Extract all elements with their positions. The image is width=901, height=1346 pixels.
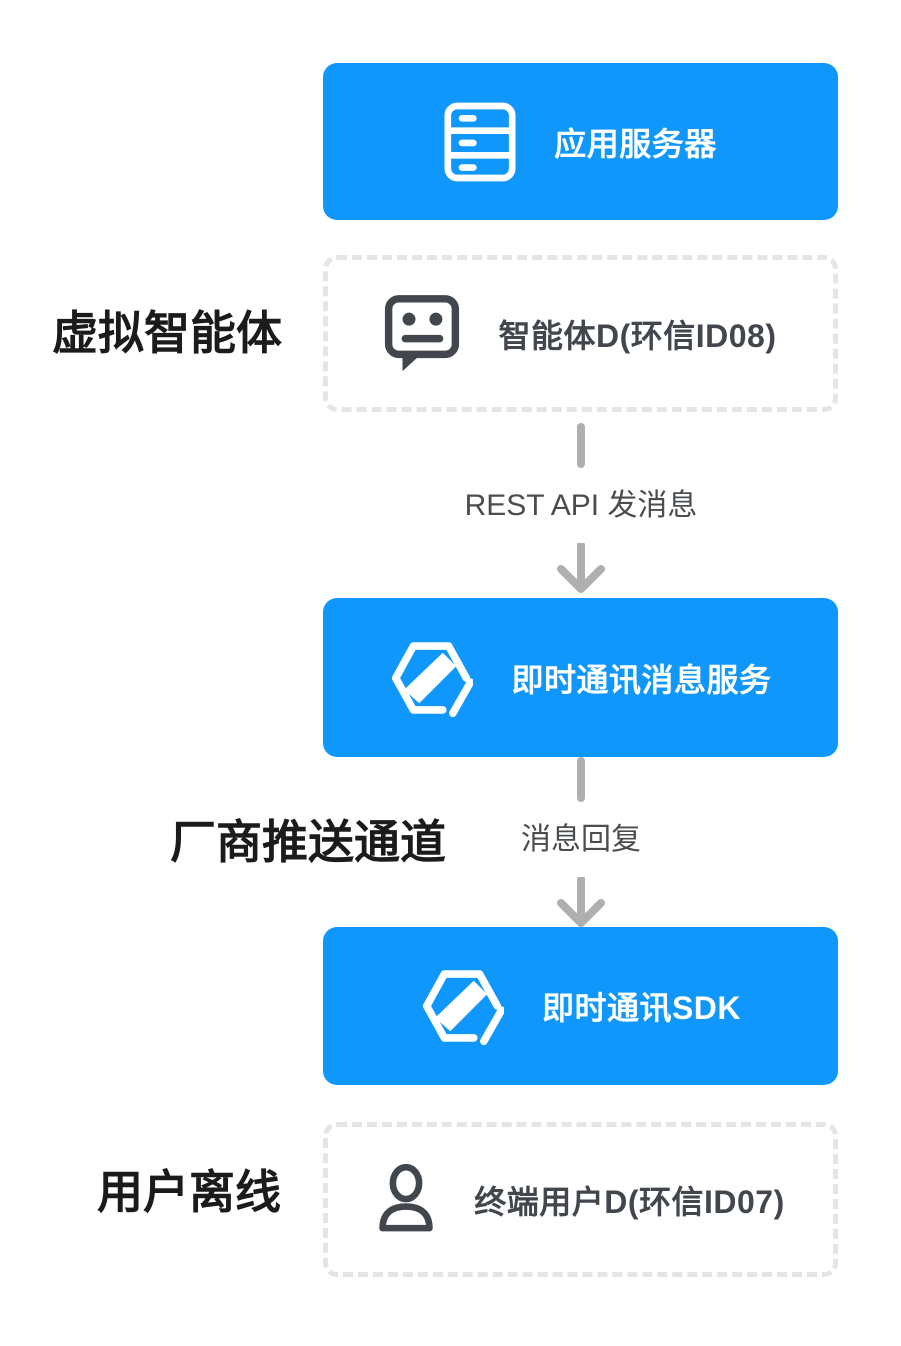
node-im-message-service: 即时通讯消息服务 (323, 598, 838, 757)
node-app-server-label: 应用服务器 (554, 125, 717, 162)
node-im-message-service-label: 即时通讯消息服务 (511, 661, 772, 698)
easemob-hexagon-icon (420, 964, 504, 1048)
arrow-label-message-reply: 消息回复 (521, 823, 641, 856)
node-virtual-agent: 智能体D(环信ID08) (323, 255, 838, 412)
arrow-down-icon (557, 875, 605, 927)
node-app-server: 应用服务器 (323, 63, 838, 220)
side-label-user-offline: 用户离线 (97, 1166, 281, 1218)
node-end-user: 终端用户D(环信ID07) (323, 1122, 838, 1277)
arrow-down-icon (557, 541, 605, 593)
robot-chat-icon (384, 293, 460, 375)
side-label-vendor-push-channel: 厂商推送通道 (170, 816, 446, 868)
arrow-line (577, 423, 585, 468)
flow-arrow-message-reply: 消息回复 (441, 757, 721, 927)
side-label-virtual-agent: 虚拟智能体 (52, 307, 282, 359)
easemob-hexagon-icon (389, 636, 474, 720)
node-im-sdk-label: 即时通讯SDK (541, 990, 742, 1026)
user-icon (376, 1163, 436, 1236)
arrow-line (577, 757, 585, 802)
node-end-user-label: 终端用户D(环信ID07) (474, 1183, 785, 1220)
node-im-sdk: 即时通讯SDK (323, 927, 838, 1085)
arrow-label-rest-api: REST API 发消息 (464, 489, 698, 522)
node-virtual-agent-label: 智能体D(环信ID08) (498, 317, 777, 354)
flow-arrow-rest-api: REST API 发消息 (441, 423, 721, 593)
server-icon (444, 102, 516, 182)
